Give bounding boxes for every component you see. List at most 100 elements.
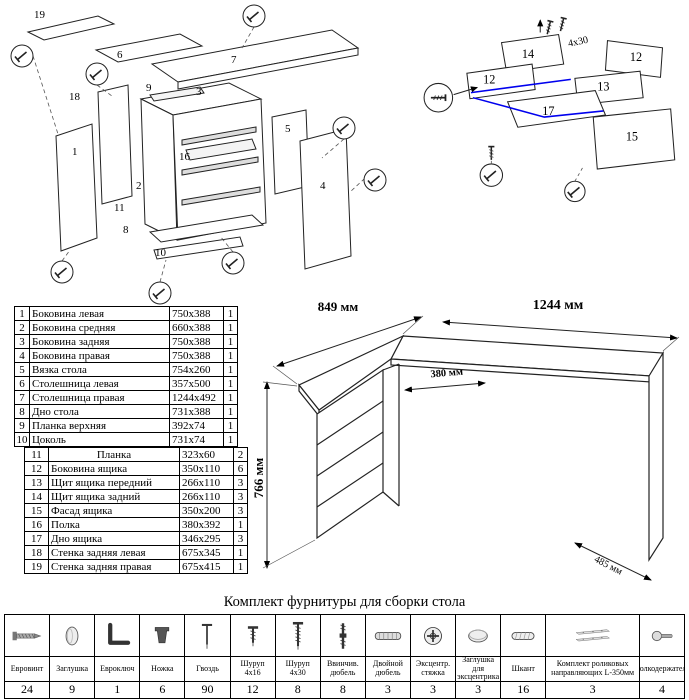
part-name: Боковина правая [29,348,170,363]
part-label: 19 [34,9,46,21]
screw-4x16-icon [230,615,275,657]
nail-icon [185,615,230,657]
part-label: 8 [123,224,129,236]
hardware-item-name: Шкант [501,657,546,682]
part-label: 14 [522,47,534,61]
part-name: Планка [48,447,180,462]
drawer-part-labels: 14 12 12 13 17 15 4x30 [483,35,642,144]
part-number: 12 [24,461,49,476]
screw-size-label: 4x30 [567,35,589,50]
hardware-item-qty: 90 [201,682,214,696]
leader-lines [32,26,376,283]
parts-table-row: 1 Боковина левая 750x388 1 [14,306,238,321]
parts-table-row: 7 Столешница правая 1244x492 1 [14,390,238,405]
part-qty: 1 [223,362,238,377]
hardware-item-qty: 3 [384,682,391,696]
part-name: Дно ящика [48,531,180,546]
part-qty: 1 [223,432,238,447]
parts-table-row: 9 Планка верхняя 392x74 1 [14,418,238,433]
part-number: 3 [14,334,30,349]
dim-380: 380 мм [430,367,464,381]
desk-panels [26,15,360,270]
part-label: 2 [136,180,142,192]
part-number: 5 [14,362,30,377]
part-size: 346x295 [179,531,234,546]
part-number: 18 [24,545,49,560]
double-dowel-icon [365,615,410,657]
part-qty: 6 [233,461,248,476]
drawer-fasteners [423,16,586,203]
part-qty: 3 [233,475,248,490]
parts-table-row: 19 Стенка задняя правая 675x415 1 [24,559,248,574]
dim-766: 766 мм [253,458,266,499]
part-qty: 1 [223,306,238,321]
part-number: 10 [14,432,30,447]
part-qty: 1 [223,418,238,433]
part-number: 14 [24,489,49,504]
eccentric-cam-icon [410,615,456,657]
part-number-labels: 19 6 7 18 9 3 1 16 2 11 8 10 5 4 [34,9,326,259]
part-label: 7 [231,54,237,66]
part-qty: 1 [223,320,238,335]
part-name: Стенка задняя левая [48,545,180,560]
exploded-desk-diagram: 19 6 7 18 9 3 1 16 2 11 8 10 5 4 [10,4,387,305]
parts-list: 1 Боковина левая 750x388 1 2 Боковина ср… [14,306,254,574]
hardware-item-qty: 1 [114,682,121,696]
parts-table-row: 12 Боковина ящика 350x110 6 [24,461,248,476]
part-name: Стенка задняя правая [48,559,180,574]
hardware-item: Шуруп 4x16 12 [229,615,275,698]
hardware-item-name: Заглушка [50,657,95,682]
hardware-item-qty: 3 [475,682,482,696]
hardware-item: Евровинт 24 [5,615,50,698]
part-size: 750x388 [169,348,224,363]
parts-table-row: 11 Планка 323x60 2 [24,447,248,462]
part-size: 357x500 [169,376,224,391]
part-size: 750x388 [169,306,224,321]
hardware-item-qty: 3 [430,682,437,696]
assembly-guide-lines [470,78,604,118]
hardware-item: Гвоздь 90 [184,615,230,698]
part-qty: 1 [223,404,238,419]
parts-table-row: 14 Щит ящика задний 266x110 3 [24,489,248,504]
hardware-item-name: Шуруп 4x30 [275,657,320,682]
hardware-item-name: Ввинчив. дюбель [320,657,365,682]
hardware-item-name: Двойной дюбель [365,657,410,682]
parts-table-main-body: 1 Боковина левая 750x388 1 2 Боковина ср… [14,306,238,447]
part-label: 18 [69,91,81,103]
part-qty: 1 [223,348,238,363]
part-qty: 1 [223,334,238,349]
part-size: 266x110 [179,489,234,504]
hardware-item-qty: 16 [517,682,530,696]
part-label: 4 [320,180,326,192]
part-label: 15 [626,129,638,143]
hardware-section: Комплект фурнитуры для сборки стола Евро… [4,594,685,699]
part-size: 380x392 [179,517,234,532]
cap-icon [50,615,95,657]
hardware-item-qty: 3 [589,682,596,696]
hardware-item-qty: 24 [21,682,34,696]
part-number: 7 [14,390,30,405]
dim-849: 849 мм [318,299,359,314]
euroscrew-icon [5,615,50,657]
part-number: 8 [14,404,30,419]
hardware-item: Двойной дюбель 3 [364,615,410,698]
part-size: 1244x492 [169,390,224,405]
hardware-item: Эксцентр. стяжка 3 [409,615,456,698]
hardware-item-qty: 8 [339,682,346,696]
hardware-item: Заглушка 9 [49,615,95,698]
part-qty: 3 [233,531,248,546]
dim-1244: 1244 мм [533,298,584,313]
part-number: 4 [14,348,30,363]
hardware-item-name: Заглушка для эксцентрика [456,657,501,682]
part-name: Боковина ящика [48,461,180,476]
parts-table-row: 16 Полка 380x392 1 [24,517,248,532]
part-name: Щит ящика задний [48,489,180,504]
parts-table-main: 1 Боковина левая 750x388 1 2 Боковина ср… [14,306,238,447]
part-name: Боковина левая [29,306,170,321]
part-qty: 3 [233,489,248,504]
dimension-arrows [262,315,680,581]
eccentric-cap-icon [456,615,501,657]
hardware-item-name: Гвоздь [185,657,230,682]
part-size: 323x60 [179,447,234,462]
parts-table-drawers-body: 11 Планка 323x60 2 12 Боковина ящика 350… [24,447,248,574]
